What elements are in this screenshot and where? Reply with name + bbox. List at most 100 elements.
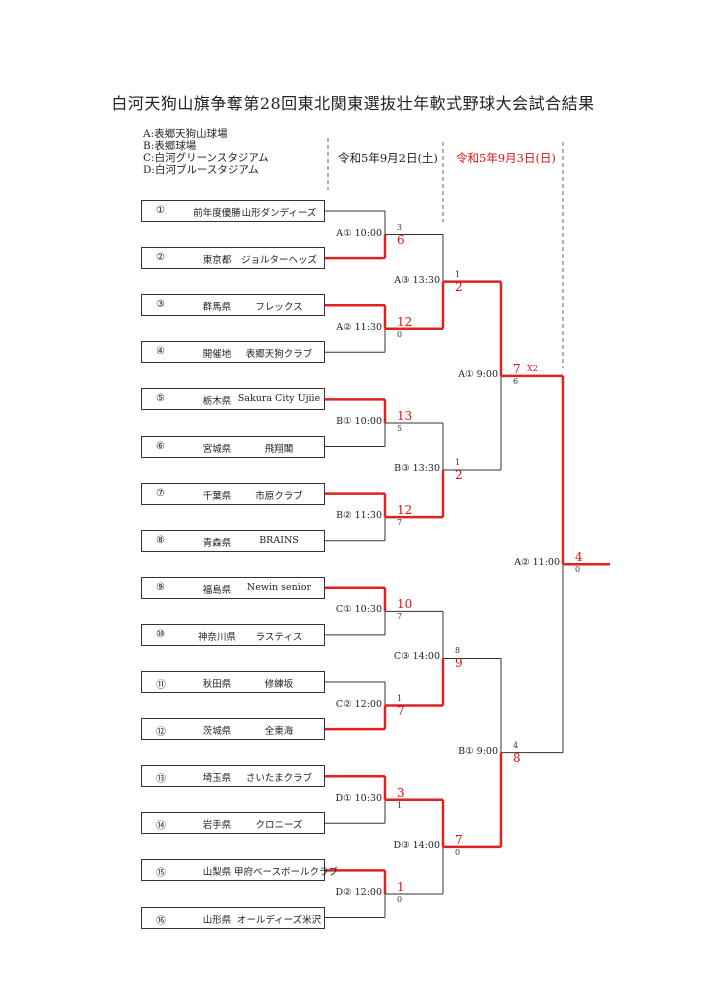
venue-d: D:白河ブルースタジアム <box>143 164 259 176</box>
score-bottom: 6 <box>397 232 405 247</box>
score-top: 8 <box>455 646 461 656</box>
team-pref: 埼玉県 <box>202 773 232 785</box>
score-bottom: 0 <box>575 565 581 575</box>
team-name: 甲府ベースボールクラブ <box>234 867 339 879</box>
team-name: 市原クラブ <box>255 490 303 502</box>
team-num: ⑦ <box>156 487 165 499</box>
game-label: C③ 14:00 <box>393 651 440 663</box>
team-box: ④ 開催地 表郷天狗クラブ <box>141 341 325 364</box>
team-num: ② <box>156 252 165 264</box>
score-top: 7 <box>455 832 463 847</box>
venue-a: A:表郷天狗山球場 <box>143 128 228 140</box>
score-top: 1 <box>397 879 405 894</box>
score-bottom: 2 <box>455 279 463 294</box>
team-pref: 山形県 <box>202 914 232 926</box>
team-num: ⑭ <box>156 821 166 833</box>
game-label: A② 11:00 <box>514 557 560 569</box>
score-top: 13 <box>397 408 413 423</box>
team-name: ラスティス <box>255 631 303 643</box>
team-box: ⑮ 山梨県甲府ベースボールクラブ <box>141 859 339 882</box>
team-num: ⑨ <box>156 581 165 593</box>
game-label: B③ 13:30 <box>394 463 440 475</box>
team-pref: 東京都 <box>202 255 232 267</box>
score-top: 3 <box>397 785 405 800</box>
team-box: ⑩ 神奈川県 ラスティス <box>141 623 325 646</box>
score-bottom: 1 <box>397 800 403 810</box>
score-bottom: 0 <box>397 894 403 904</box>
date-day2: 令和5年9月3日(日) <box>456 151 556 165</box>
team-pref: 福島県 <box>202 584 232 596</box>
team-num: ⑮ <box>156 868 166 880</box>
game-label: C① 10:30 <box>335 604 382 616</box>
team-pref: 山梨県 <box>202 867 232 879</box>
game-label: B② 11:30 <box>336 510 382 522</box>
team-num: ⑯ <box>156 915 166 927</box>
score-bottom: 6 <box>513 376 519 386</box>
venue-b: B:表郷球場 <box>143 140 197 152</box>
score-bottom: 7 <box>397 612 403 622</box>
team-pref: 神奈川県 <box>197 631 236 643</box>
team-name: さいたまクラブ <box>245 773 313 785</box>
game-label: D② 12:00 <box>335 886 382 898</box>
team-pref: 青森県 <box>202 537 232 549</box>
score-top: 10 <box>397 597 413 612</box>
team-pref: 宮城県 <box>202 443 232 455</box>
page-title: 白河天狗山旗争奪第28回東北関東選抜壮年軟式野球大会試合結果 <box>111 94 595 113</box>
team-box: ⑪ 秋田県 修練坂 <box>141 671 325 693</box>
team-box: ⑭ 岩手県 クロニーズ <box>141 812 325 835</box>
team-pref: 開催地 <box>202 349 232 361</box>
team-pref: 千葉県 <box>202 490 232 502</box>
team-name: 山形ダンディーズ <box>241 208 317 219</box>
team-box: ⑯ 山形県オールディーズ米沢 <box>141 906 325 929</box>
team-num: ① <box>156 205 165 216</box>
team-num: ⑬ <box>156 774 166 786</box>
team-pref: 岩手県 <box>202 820 232 832</box>
team-num: ⑧ <box>156 534 165 546</box>
team-num: ⑩ <box>156 628 165 640</box>
team-pref: 秋田県 <box>202 679 232 690</box>
game-label: B① 10:00 <box>336 415 382 427</box>
team-num: ⑪ <box>156 680 166 691</box>
game-label: C② 12:00 <box>335 698 382 710</box>
score-top: 4 <box>575 550 583 565</box>
score-top: 4 <box>513 740 519 750</box>
team-name: 表郷天狗クラブ <box>245 349 313 361</box>
score-top: 7 <box>513 361 521 376</box>
team-box: ⑦ 千葉県 市原クラブ <box>141 482 325 505</box>
game-label: B① 9:00 <box>458 745 498 757</box>
team-name: ジョルターヘッズ <box>240 255 317 267</box>
team-name: フレックス <box>255 302 303 314</box>
score-bottom: 8 <box>513 750 521 765</box>
team-box: ⑨ 福島県 Newin senior <box>141 576 325 599</box>
team-name: Newin senior <box>246 581 312 593</box>
team-name: Sakura City Ujiie <box>237 393 321 405</box>
team-box: ② 東京都ジョルターヘッズ <box>141 247 325 270</box>
team-box: ⑬ 埼玉県 さいたまクラブ <box>141 765 325 788</box>
team-name: クロニーズ <box>255 820 303 832</box>
score-top: 3 <box>397 222 403 232</box>
team-num: ④ <box>156 346 165 358</box>
venue-legend: A:表郷天狗山球場 B:表郷球場 C:白河グリーンスタジアム D:白河ブルースタ… <box>143 128 269 176</box>
date-day1: 令和5年9月2日(土) <box>338 151 438 165</box>
team-box: ① 前年度優勝山形ダンディーズ <box>141 200 325 222</box>
team-name: 全東海 <box>264 726 294 738</box>
team-pref: 前年度優勝 <box>193 208 241 219</box>
team-name: 修練坂 <box>264 679 294 690</box>
score-top: 1 <box>455 458 461 468</box>
score-bottom: 9 <box>455 656 463 671</box>
game-label: A③ 13:30 <box>394 274 440 286</box>
game-label: A① 10:00 <box>336 227 382 239</box>
team-name: オールディーズ米沢 <box>236 914 322 926</box>
team-pref: 栃木県 <box>202 396 232 408</box>
game-label: D① 10:30 <box>335 792 382 804</box>
team-pref: 群馬県 <box>202 302 232 314</box>
score-bottom: 7 <box>397 703 405 718</box>
score-bottom: 0 <box>397 329 403 339</box>
team-name: 飛翔閣 <box>264 443 294 455</box>
